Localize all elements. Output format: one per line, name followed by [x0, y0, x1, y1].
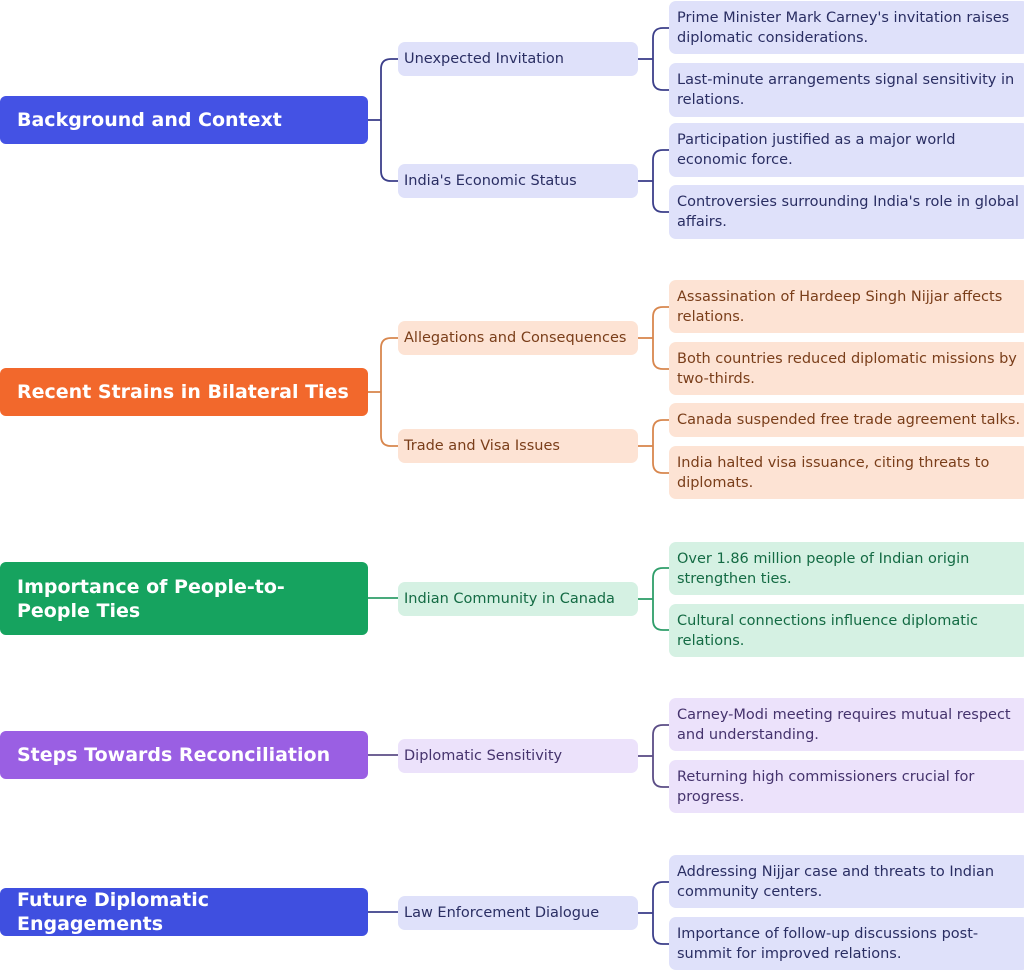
topic-future-diplomatic-engagements[interactable]: Future Diplomatic Engagements: [0, 888, 368, 936]
detail-item[interactable]: Last-minute arrangements signal sensitiv…: [669, 63, 1024, 117]
connector-line: [380, 392, 398, 447]
detail-item[interactable]: Canada suspended free trade agreement ta…: [669, 403, 1024, 437]
connector-line: [652, 756, 669, 788]
connector-line: [652, 181, 669, 213]
connector-line: [652, 881, 669, 913]
topic-background-and-context[interactable]: Background and Context: [0, 96, 368, 144]
detail-item[interactable]: Assassination of Hardeep Singh Nijjar af…: [669, 280, 1024, 333]
topic-steps-towards-reconciliation[interactable]: Steps Towards Reconciliation: [0, 731, 368, 779]
detail-item[interactable]: Cultural connections influence diplomati…: [669, 604, 1024, 657]
connector-line: [652, 27, 669, 59]
connector-line: [652, 149, 669, 181]
connector-line: [380, 58, 398, 120]
subtopic-trade-and-visa-issues[interactable]: Trade and Visa Issues: [398, 429, 638, 463]
connector-line: [652, 599, 669, 631]
connector-line: [652, 419, 669, 446]
connector-line: [652, 306, 669, 338]
connector-line: [652, 59, 669, 91]
detail-item[interactable]: Both countries reduced diplomatic missio…: [669, 342, 1024, 395]
detail-item[interactable]: Addressing Nijjar case and threats to In…: [669, 855, 1024, 908]
connector-line: [652, 567, 669, 599]
detail-item[interactable]: Returning high commissioners crucial for…: [669, 760, 1024, 813]
subtopic-indian-community-in-canada[interactable]: Indian Community in Canada: [398, 582, 638, 616]
connector-line: [380, 120, 398, 182]
detail-item[interactable]: Controversies surrounding India's role i…: [669, 185, 1024, 239]
connector-line: [380, 337, 398, 392]
subtopic-indias-economic-status[interactable]: India's Economic Status: [398, 164, 638, 198]
detail-item[interactable]: Carney-Modi meeting requires mutual resp…: [669, 698, 1024, 751]
detail-item[interactable]: Prime Minister Mark Carney's invitation …: [669, 1, 1024, 54]
connector-line: [652, 446, 669, 474]
subtopic-unexpected-invitation[interactable]: Unexpected Invitation: [398, 42, 638, 76]
subtopic-law-enforcement-dialogue[interactable]: Law Enforcement Dialogue: [398, 896, 638, 930]
connector-line: [652, 913, 669, 945]
subtopic-diplomatic-sensitivity[interactable]: Diplomatic Sensitivity: [398, 739, 638, 773]
detail-item[interactable]: India halted visa issuance, citing threa…: [669, 446, 1024, 499]
detail-item[interactable]: Participation justified as a major world…: [669, 123, 1024, 177]
subtopic-allegations-and-consequences[interactable]: Allegations and Consequences: [398, 321, 638, 355]
topic-importance-of-people-to-people-ties[interactable]: Importance of People-to-People Ties: [0, 562, 368, 635]
connector-line: [652, 338, 669, 370]
topic-recent-strains-in-bilateral-ties[interactable]: Recent Strains in Bilateral Ties: [0, 368, 368, 416]
detail-item[interactable]: Importance of follow-up discussions post…: [669, 917, 1024, 970]
connector-line: [652, 724, 669, 756]
detail-item[interactable]: Over 1.86 million people of Indian origi…: [669, 542, 1024, 595]
